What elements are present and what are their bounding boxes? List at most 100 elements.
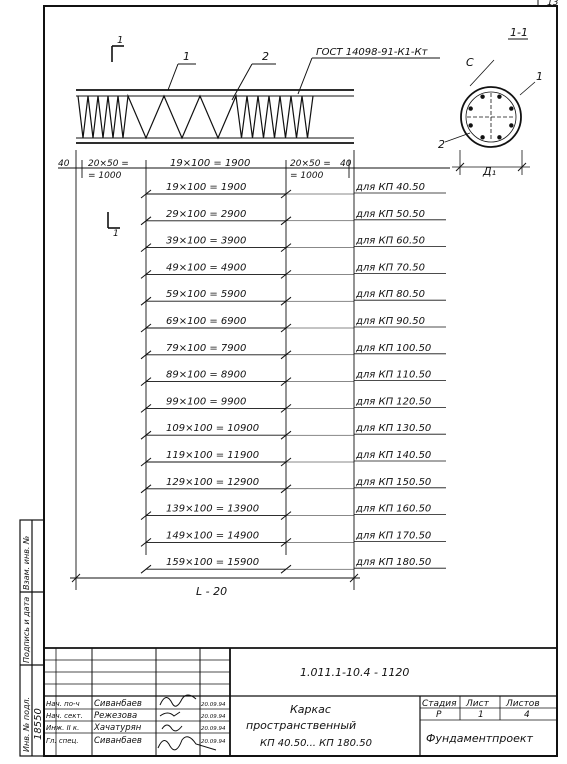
dimension-row: 19×100 = 1900 для КП 40.50 — [140, 182, 446, 199]
sheet-header: Лист — [465, 699, 490, 709]
row-dimension: 139×100 = 13900 — [166, 504, 259, 515]
rebar-dot — [468, 106, 473, 111]
signature-row: Нач. сект. Режезова 20.09.94 — [46, 711, 226, 721]
dimension-row: 139×100 = 13900 для КП 160.50 — [140, 504, 446, 520]
callout-2-section: 2 — [438, 138, 445, 151]
person-date: 20.09.94 — [201, 702, 226, 708]
rebar-dot — [480, 135, 485, 140]
dim-seg3: 20×50 = — [290, 159, 331, 169]
row-label: для КП 170.50 — [355, 530, 431, 541]
diameter-label: Д₁ — [482, 165, 496, 178]
row-dimension: 159×100 = 15900 — [166, 557, 259, 568]
dim-left-40: 40 — [58, 159, 70, 169]
row-dimension: 99×100 = 9900 — [166, 396, 246, 407]
row-dimension: 19×100 = 1900 — [166, 182, 246, 193]
rebar-dot — [468, 123, 473, 128]
dim-right-40: 40 — [340, 159, 352, 169]
dimension-row: 39×100 = 3900 для КП 60.50 — [140, 236, 446, 252]
row-dimension: 39×100 = 3900 — [166, 236, 246, 247]
cross-section — [444, 59, 536, 175]
dimension-row: 49×100 = 4900 для КП 70.50 — [140, 262, 446, 279]
row-dimension: 109×100 = 10900 — [166, 423, 259, 434]
row-dimension: 79×100 = 7900 — [166, 343, 246, 354]
row-label: для КП 150.50 — [355, 477, 431, 488]
title-block — [44, 647, 557, 756]
person-name: Хачатурян — [93, 723, 142, 733]
callout-2: 2 — [262, 50, 269, 63]
org-name: Фундаментпроект — [426, 732, 533, 745]
dimension-row: 99×100 = 9900 для КП 120.50 — [140, 396, 446, 413]
row-label: для КП 60.50 — [355, 236, 425, 247]
person-role: Гл. спец. — [46, 737, 79, 745]
title-line3: КП 40.50... КП 180.50 — [260, 738, 372, 749]
row-dimension: 129×100 = 12900 — [166, 477, 259, 488]
stamp-podpis: Подпись и дата — [22, 597, 31, 663]
rebar-dot — [509, 106, 514, 111]
row-dimension: 59×100 = 5900 — [166, 289, 246, 300]
row-label: для КП 40.50 — [355, 182, 425, 193]
row-label: для КП 180.50 — [355, 557, 431, 568]
gost-reference: ГОСТ 14098-91-К1-Кт — [316, 47, 429, 58]
sheet-frame — [43, 0, 558, 757]
title-line2: пространственный — [246, 719, 356, 732]
rebar-dot — [497, 94, 502, 99]
row-label: для КП 120.50 — [355, 396, 431, 407]
person-name: Режезова — [94, 711, 137, 721]
row-label: для КП 160.50 — [355, 504, 431, 515]
stamp-inv-podl: Инв. № подл. — [22, 697, 31, 752]
row-dimension: 89×100 = 8900 — [166, 370, 246, 381]
dimension-row: 59×100 = 5900 для КП 80.50 — [140, 289, 446, 306]
person-role: Нач. сект. — [46, 712, 83, 720]
dim-seg1b: = 1000 — [88, 171, 122, 181]
dimension-row: 109×100 = 10900 для КП 130.50 — [140, 423, 446, 440]
cut-mark-top — [111, 45, 124, 62]
dim-mid: 19×100 = 1900 — [170, 158, 250, 169]
side-stamp — [19, 519, 45, 757]
row-label: для КП 100.50 — [355, 343, 431, 354]
stamp-number: 18550 — [33, 708, 44, 740]
person-date: 20.09.94 — [201, 739, 226, 745]
dimension-row: 159×100 = 15900 для КП 180.50 — [140, 557, 446, 574]
person-date: 20.09.94 — [201, 714, 226, 720]
row-dimension: 119×100 = 11900 — [166, 450, 259, 461]
callout-c: С — [466, 56, 474, 69]
row-label: для КП 70.50 — [355, 262, 425, 273]
cross-section-bars — [468, 94, 514, 140]
callout-leaders — [167, 57, 440, 101]
cut-mark-label: 1 — [117, 35, 123, 46]
row-dimension: 149×100 = 14900 — [166, 530, 259, 541]
dimension-row: 89×100 = 8900 для КП 110.50 — [140, 370, 446, 386]
row-label: для КП 80.50 — [355, 289, 425, 300]
stamp-vzam: Взам. инв. № — [22, 536, 31, 590]
rebar-dot — [480, 94, 485, 99]
rebar-dot — [497, 135, 502, 140]
dim-seg3b: = 1000 — [290, 171, 324, 181]
rebar-dot — [509, 123, 514, 128]
person-role: Нач. по-ч — [46, 700, 80, 708]
row-label: для КП 130.50 — [355, 423, 431, 434]
overall-dim-label: L - 20 — [196, 585, 227, 598]
row-label: для КП 110.50 — [355, 370, 431, 381]
dim-seg1: 20×50 = — [88, 159, 129, 169]
person-date: 20.09.94 — [201, 726, 226, 732]
cage-elevation — [76, 89, 354, 144]
section-mark: 1-1 — [510, 26, 528, 39]
dimension-row: 79×100 = 7900 для КП 100.50 — [140, 343, 446, 360]
overall-dimension — [70, 573, 360, 583]
callout-1-section: 1 — [536, 70, 543, 83]
sheets-header: Листов — [505, 699, 540, 709]
row-dimension: 49×100 = 4900 — [166, 262, 246, 273]
callout-1: 1 — [183, 50, 190, 63]
sheet-number: 13 — [547, 0, 559, 8]
dimension-row: 149×100 = 14900 для КП 170.50 — [140, 530, 446, 547]
stage-value: Р — [436, 710, 442, 720]
